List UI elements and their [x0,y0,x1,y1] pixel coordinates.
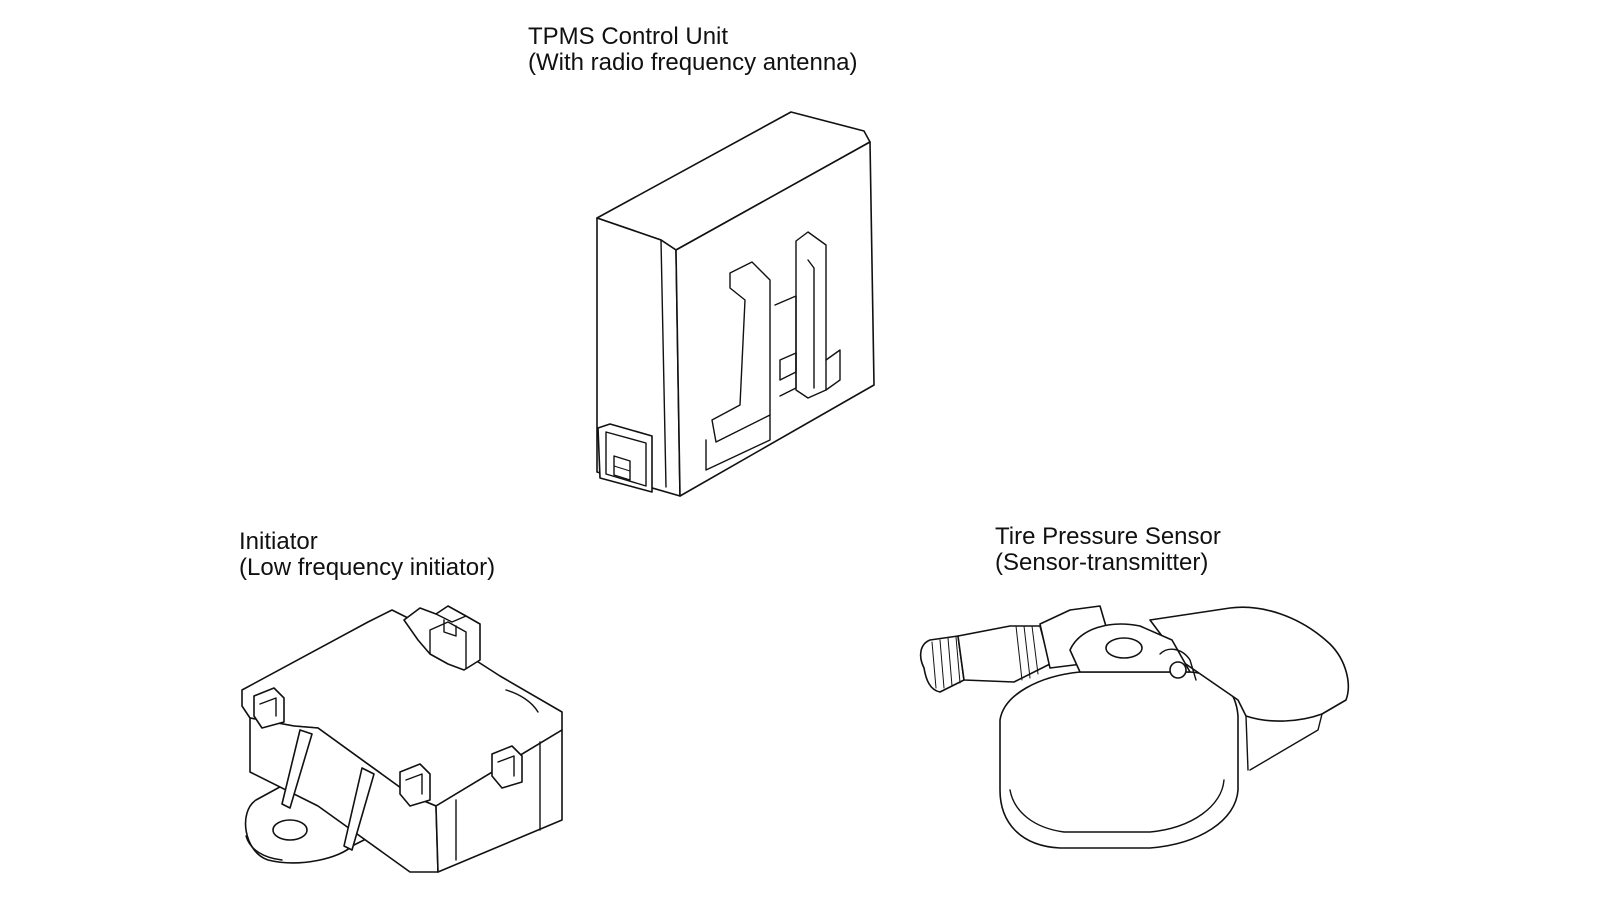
initiator-subtitle: (Low frequency initiator) [239,554,496,581]
sensor-label: Tire Pressure Sensor (Sensor-transmitter… [995,524,1221,576]
initiator-clip-left [253,687,285,729]
initiator-clip-right [491,745,523,789]
sensor-mount-hole [1105,637,1143,659]
initiator-mounting-hole [272,819,308,841]
control-unit-bracket [711,261,771,443]
initiator-rib-left [281,729,313,809]
sensor-housing [999,671,1239,849]
sensor-title: Tire Pressure Sensor [995,523,1221,550]
initiator-drawing [241,605,563,873]
sensor-drawing [919,605,1350,849]
control-unit-side-face [675,141,875,497]
control-unit-subtitle: (With radio frequency antenna) [528,49,858,76]
sensor-valve-stem [957,625,1051,683]
initiator-rib-right [343,767,375,851]
sensor-rear-body [1149,606,1350,722]
initiator-connector [403,605,481,671]
sensor-side-hole [1169,661,1187,679]
sensor-subtitle: (Sensor-transmitter) [995,549,1209,576]
initiator-label: Initiator (Low frequency initiator) [239,529,495,581]
initiator-clip-mid [399,763,431,807]
control-unit-title: TPMS Control Unit [528,23,729,50]
control-unit-drawing [596,111,875,497]
control-unit-label: TPMS Control Unit (With radio frequency … [528,24,858,76]
initiator-title: Initiator [239,528,318,555]
